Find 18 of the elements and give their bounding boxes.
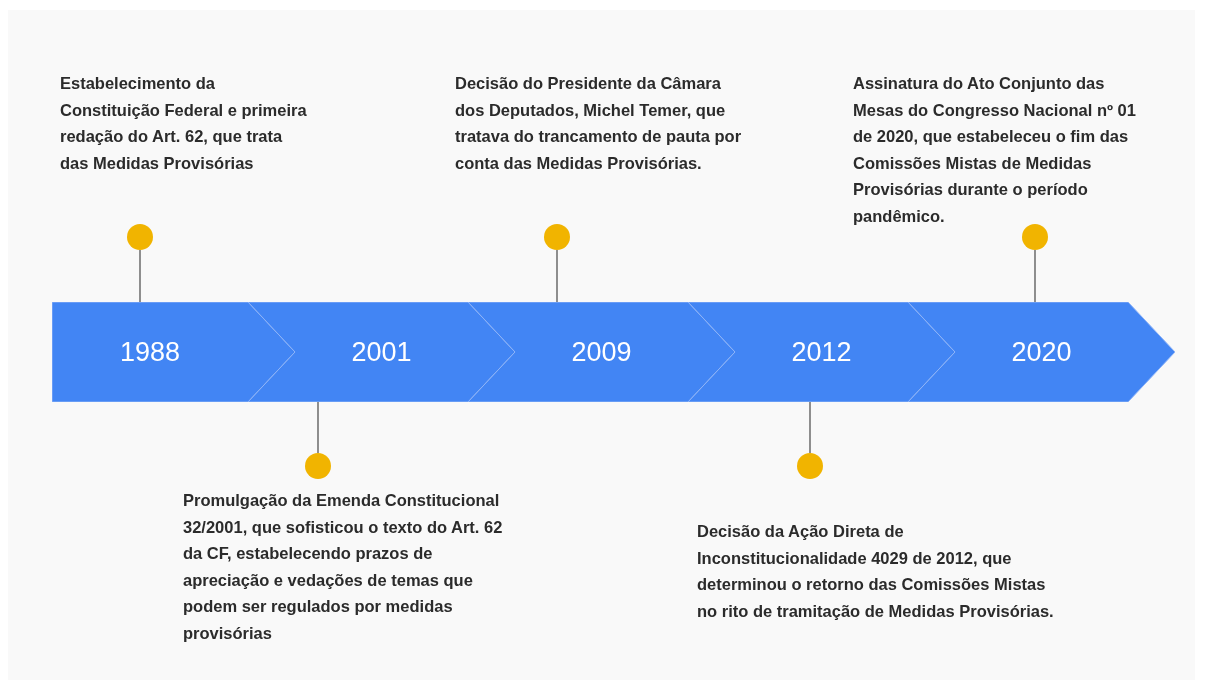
connector-line xyxy=(1034,249,1036,303)
event-description: Estabelecimento da Constituição Federal e primeira redação do Art. 62, que trata das Medidas Provisórias xyxy=(60,73,308,174)
event-description: Promulgação da Emenda Constitucional 32/2001, que sofisticou o texto do Art. 62 da CF, estabelecendo prazos de apreciação e vedações de temas que podem ser regulados por medidas provisórias xyxy=(183,490,504,644)
year-label: 2009 xyxy=(570,336,633,368)
timeline-segment xyxy=(908,302,1175,402)
timeline-segment xyxy=(688,302,955,402)
connector-line xyxy=(139,249,141,303)
connector-line xyxy=(556,249,558,303)
event-description: Decisão da Ação Direta de Inconstitucionalidade 4029 de 2012, que determinou o retorno das Comissões Mistas no rito de tramitação de Medidas Provisórias. xyxy=(697,521,1055,622)
timeline-segment xyxy=(248,302,515,402)
year-label: 2012 xyxy=(790,336,853,368)
year-label: 2020 xyxy=(1010,336,1073,368)
event-description: Decisão do Presidente da Câmara dos Deputados, Michel Temer, que tratava do trancamento de pauta por conta das Medidas Provisórias. xyxy=(455,73,743,174)
year-label: 2001 xyxy=(350,336,413,368)
event-description: Assinatura do Ato Conjunto das Mesas do Congresso Nacional nº 01 de 2020, que estabeleceu o fim das Comissões Mistas de Medidas Provisórias durante o período pandêmico. xyxy=(853,73,1137,227)
connector-line xyxy=(317,401,319,454)
connector-line xyxy=(809,401,811,454)
timeline-segment xyxy=(468,302,735,402)
